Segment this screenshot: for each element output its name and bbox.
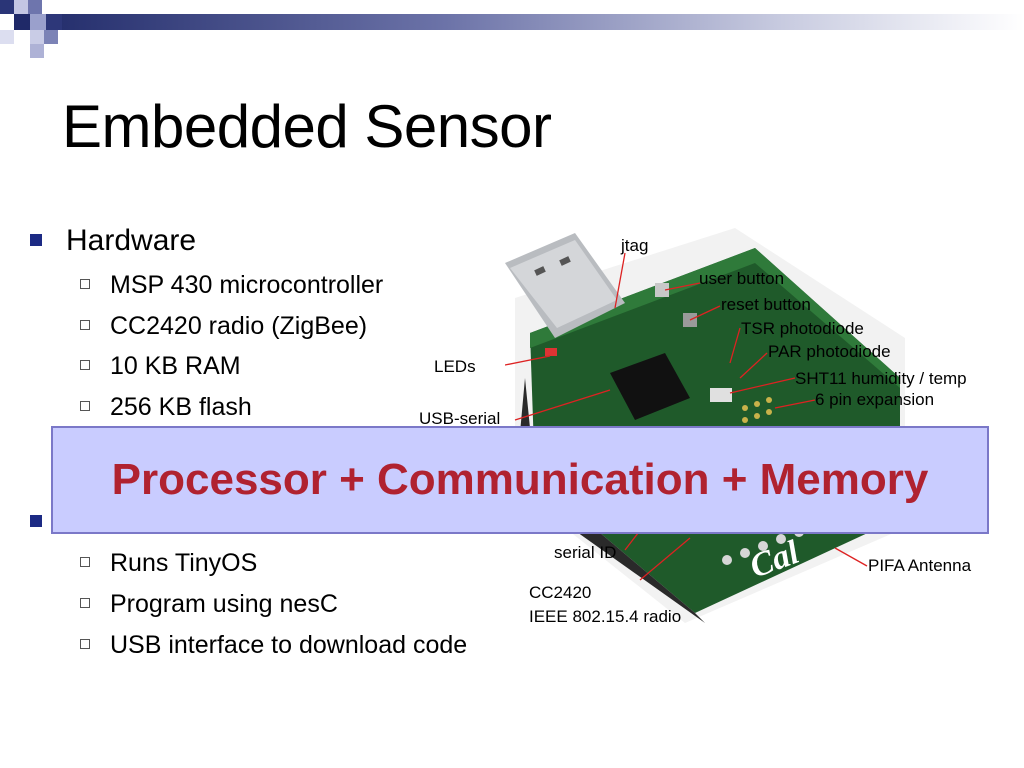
header-square [46, 14, 62, 30]
header-square [14, 14, 30, 30]
square-bullet-icon [30, 515, 42, 527]
callout-banner: Processor + Communication + Memory [51, 426, 989, 534]
square-bullet-icon [30, 234, 42, 246]
sub-bullet-text: CC2420 radio (ZigBee) [110, 312, 368, 340]
label-jtag: jtag [621, 236, 649, 255]
label-6-pin-expansion: 6 pin expansion [815, 390, 935, 409]
header-square [30, 30, 44, 44]
label-serial-id: serial ID [554, 543, 617, 562]
label-reset-button: reset button [721, 295, 811, 314]
label-par-photodiode: PAR photodiode [768, 342, 891, 361]
hollow-square-bullet-icon [80, 320, 90, 330]
hollow-square-bullet-icon [80, 279, 90, 289]
label-cc2420: CC2420 [529, 583, 592, 602]
hollow-square-bullet-icon [80, 360, 90, 370]
hollow-square-bullet-icon [80, 557, 90, 567]
label-leds: LEDs [434, 357, 476, 376]
label-ieee-radio: IEEE 802.15.4 radio [529, 607, 682, 626]
label-tsr-photodiode: TSR photodiode [741, 319, 864, 338]
label-usb-serial: USB-serial [419, 409, 501, 428]
slide-title: Embedded Sensor [62, 93, 552, 160]
header-square [44, 30, 58, 44]
sub-bullet-text: 10 KB RAM [110, 352, 241, 380]
header-decoration [0, 0, 1024, 60]
label-user-button: user button [699, 269, 785, 288]
header-square [0, 0, 14, 14]
label-pifa-antenna: PIFA Antenna [868, 556, 972, 575]
sub-bullet-text: USB interface to download code [110, 631, 468, 659]
sub-bullet-text: MSP 430 microcontroller [110, 271, 384, 299]
hollow-square-bullet-icon [80, 401, 90, 411]
callout-text: Processor + Communication + Memory [111, 455, 929, 504]
sub-bullet-text: 256 KB flash [110, 393, 252, 421]
header-square [14, 0, 28, 14]
header-gradient-bar [60, 14, 1024, 30]
header-square [30, 44, 44, 58]
hollow-square-bullet-icon [80, 639, 90, 649]
sub-bullet-text: Runs TinyOS [110, 549, 258, 577]
header-square [28, 0, 42, 14]
hollow-square-bullet-icon [80, 598, 90, 608]
label-sht11: SHT11 humidity / temp [795, 369, 967, 388]
header-square [0, 30, 14, 44]
header-square [30, 14, 46, 30]
bullet-text: Hardware [66, 224, 197, 257]
sub-bullet-text: Program using nesC [110, 590, 338, 618]
